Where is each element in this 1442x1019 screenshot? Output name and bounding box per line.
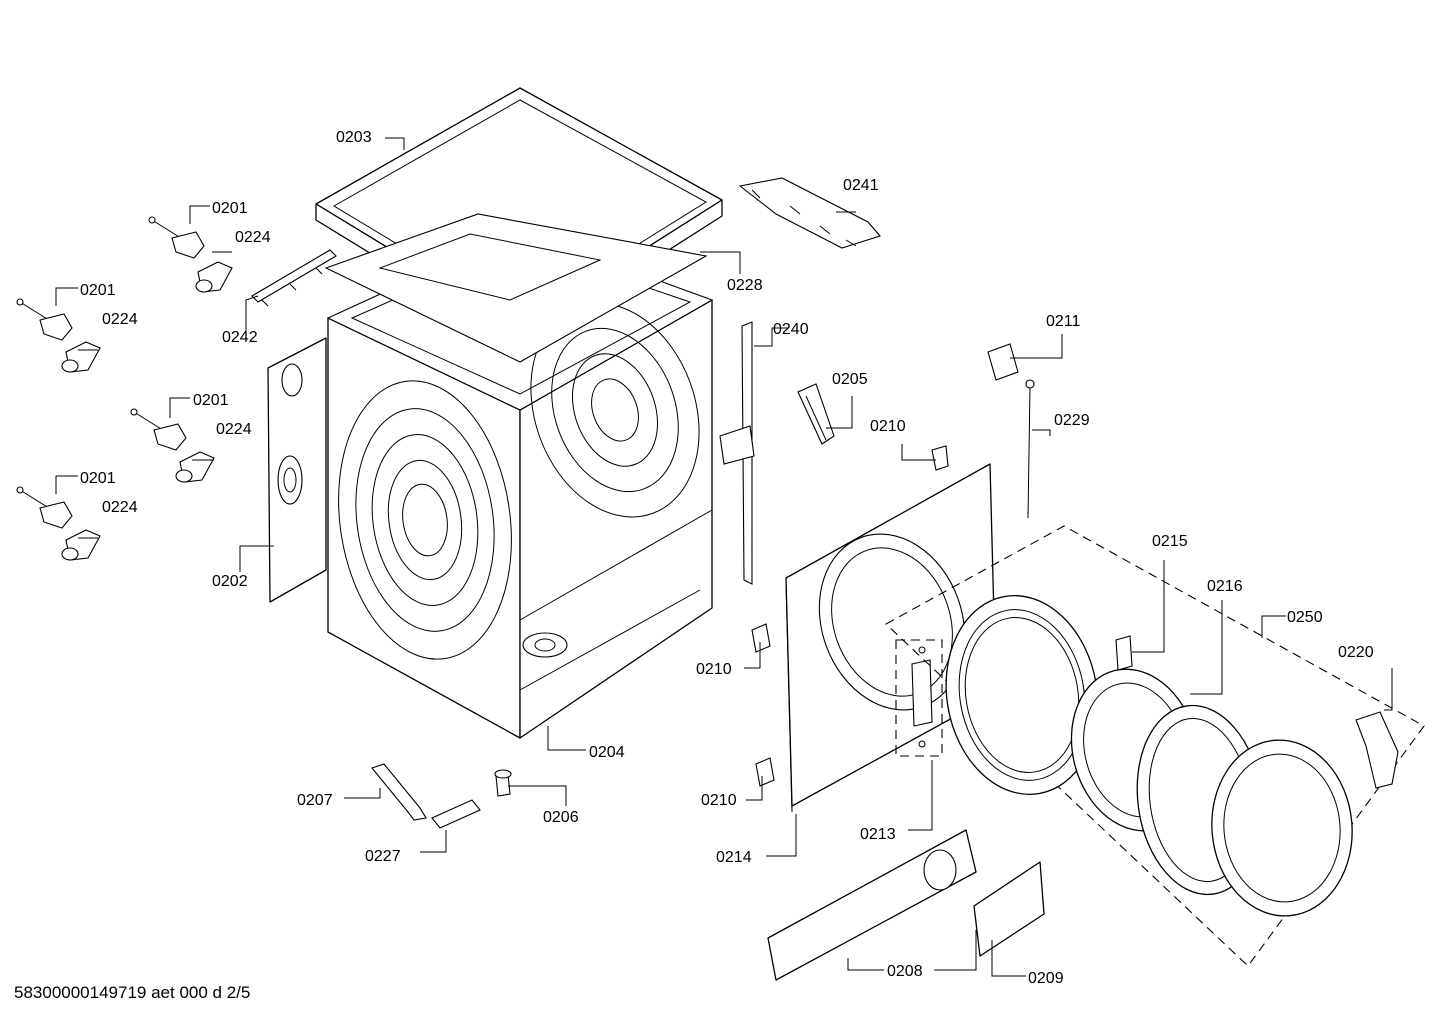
callout-0204: 0204 bbox=[589, 744, 625, 761]
callout-0240: 0240 bbox=[773, 321, 809, 338]
door-catch bbox=[1115, 635, 1133, 671]
electronic-module bbox=[987, 343, 1019, 381]
foot-set-2 bbox=[16, 298, 101, 373]
insulation-mat bbox=[324, 213, 708, 363]
door-lock-bracket bbox=[797, 383, 835, 445]
callout-0201: 0201 bbox=[80, 282, 116, 299]
callout-0241: 0241 bbox=[843, 177, 879, 194]
top-rail-left bbox=[251, 249, 337, 307]
callout-0201: 0201 bbox=[193, 392, 229, 409]
callout-0220: 0220 bbox=[1338, 644, 1374, 661]
callout-0213: 0213 bbox=[860, 826, 896, 843]
side-panel bbox=[267, 337, 327, 603]
door-assembly-frame bbox=[885, 525, 1425, 967]
callout-0224: 0224 bbox=[102, 499, 138, 516]
callout-0208: 0208 bbox=[887, 963, 923, 980]
callout-0215: 0215 bbox=[1152, 533, 1188, 550]
callout-0201: 0201 bbox=[212, 200, 248, 217]
callout-0224: 0224 bbox=[235, 229, 271, 246]
top-rail-right bbox=[738, 177, 881, 249]
callout-0210: 0210 bbox=[701, 792, 737, 809]
callout-0224: 0224 bbox=[216, 421, 252, 438]
screw-bolt bbox=[494, 769, 512, 797]
callout-labels: 0203 0201 0224 0201 0224 0201 0224 0201 … bbox=[80, 129, 1374, 987]
wrench-tool bbox=[371, 763, 427, 821]
callout-0227: 0227 bbox=[365, 848, 401, 865]
door-outer-ring bbox=[1211, 739, 1353, 917]
clip-3 bbox=[755, 757, 775, 787]
side-strut bbox=[719, 321, 755, 585]
callout-0210: 0210 bbox=[870, 418, 906, 435]
callout-0242: 0242 bbox=[222, 329, 258, 346]
callout-0206: 0206 bbox=[543, 809, 579, 826]
callout-0207: 0207 bbox=[297, 792, 333, 809]
drawing-reference: 58300000149719 aet 000 d 2/5 bbox=[14, 983, 250, 1002]
hose-clip bbox=[431, 799, 481, 829]
front-embossing bbox=[338, 380, 512, 660]
callout-0228: 0228 bbox=[727, 277, 763, 294]
control-panel-fascia bbox=[767, 829, 977, 981]
clip-2 bbox=[751, 623, 771, 653]
callout-0209: 0209 bbox=[1028, 970, 1064, 987]
door-lock-group bbox=[895, 639, 943, 757]
door-hinge-ring bbox=[945, 595, 1099, 795]
clip-1 bbox=[931, 445, 949, 471]
door-handle bbox=[1355, 711, 1399, 789]
callout-0210: 0210 bbox=[696, 661, 732, 678]
callout-0203: 0203 bbox=[336, 129, 372, 146]
callout-0216: 0216 bbox=[1207, 578, 1243, 595]
foot-set-3 bbox=[130, 408, 215, 483]
leader-lines bbox=[55, 137, 1393, 977]
callout-0202: 0202 bbox=[212, 573, 248, 590]
foot-set-1 bbox=[148, 216, 233, 293]
detergent-drawer bbox=[973, 861, 1045, 957]
callout-0211: 0211 bbox=[1046, 313, 1081, 330]
callout-0250: 0250 bbox=[1287, 609, 1323, 626]
cable-rod bbox=[1025, 379, 1035, 519]
callout-0205: 0205 bbox=[832, 371, 868, 388]
callout-0224: 0224 bbox=[102, 311, 138, 328]
callout-0201: 0201 bbox=[80, 470, 116, 487]
foot-set-4 bbox=[16, 486, 101, 561]
callout-0229: 0229 bbox=[1054, 412, 1090, 429]
callout-0214: 0214 bbox=[716, 849, 752, 866]
